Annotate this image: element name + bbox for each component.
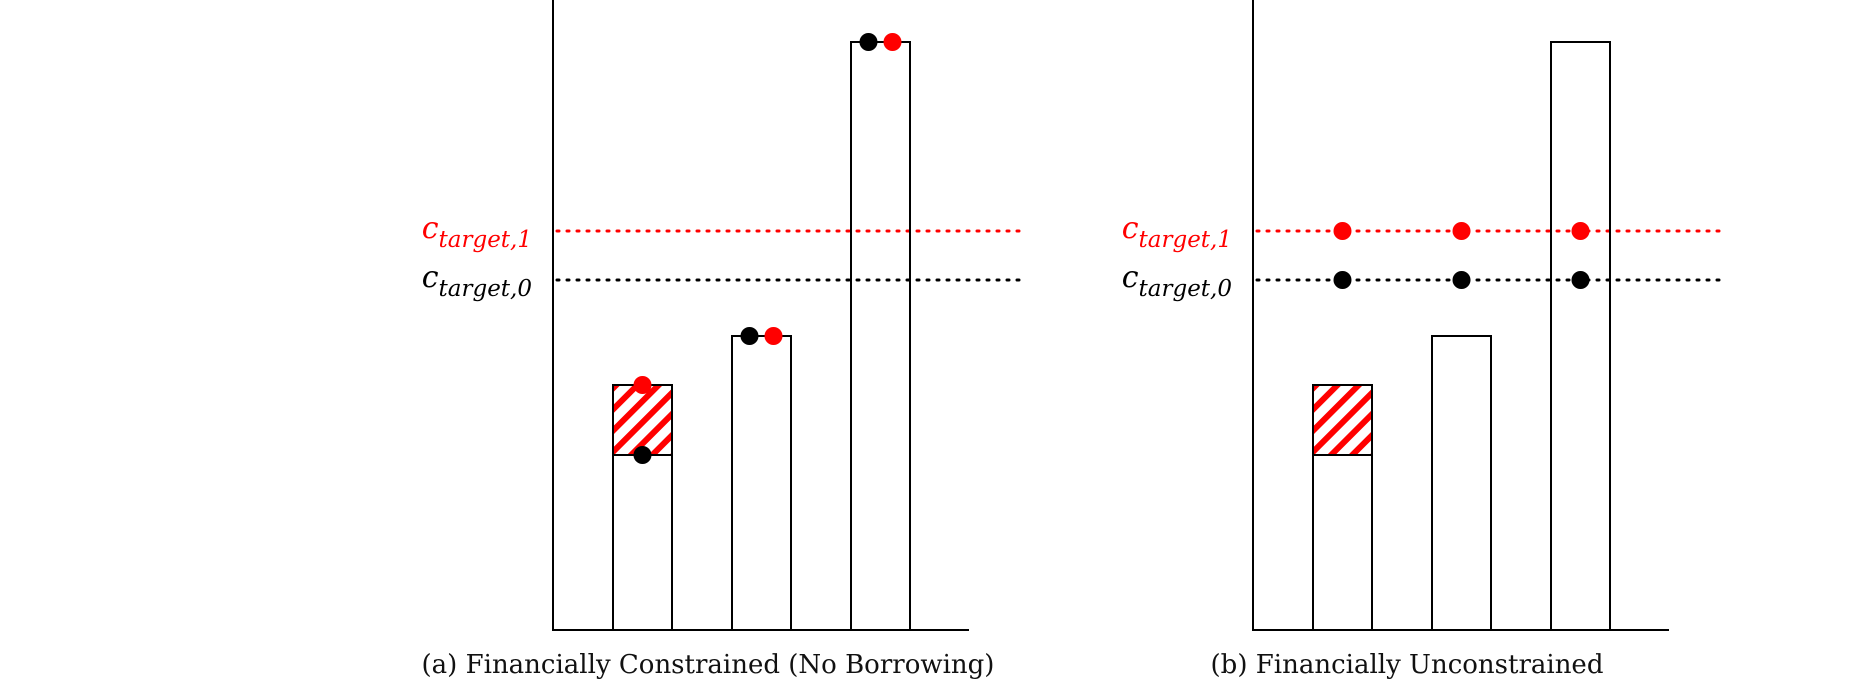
label-subscript: target,1 [439,227,532,253]
panel-b-caption: (b) Financially Unconstrained [1211,650,1604,680]
bar [1312,384,1373,631]
panel-a-target1-label: ctarget,1 [422,211,532,253]
panel-b-target1-label: ctarget,1 [1122,211,1232,253]
bar [850,41,911,631]
dot-target0 [633,446,652,464]
label-subscript: target,1 [1139,227,1232,253]
panel-a-dots [633,33,902,464]
hatched-segment [613,385,672,455]
dot-target0 [740,327,759,345]
panel-a-caption: (a) Financially Constrained (No Borrowin… [422,650,995,680]
dot-target1 [1571,222,1590,240]
panel-b: ctarget,1 ctarget,0 (b) Financially Unco… [1122,0,1726,680]
dot-target0 [1571,271,1590,289]
dot-target0 [1333,271,1352,289]
label-base: c [1122,260,1139,295]
label-base: c [422,260,439,295]
dot-target1 [1452,222,1471,240]
panel-a-axes [552,0,969,631]
panel-a: ctarget,1 ctarget,0 (a) Financially Cons… [422,0,1026,680]
dot-target0 [859,33,878,51]
panel-b-dots [1333,222,1590,289]
dot-target1 [1333,222,1352,240]
dot-target0 [1452,271,1471,289]
label-subscript: target,0 [439,276,532,302]
panel-b-bars [1312,41,1611,631]
bar [1431,335,1492,631]
panel-a-bars [612,41,911,631]
dot-target1 [883,33,902,51]
panel-b-axes [1252,0,1669,631]
bar [731,335,792,631]
bar [1550,41,1611,631]
dot-target1 [633,376,652,394]
panel-a-target0-label: ctarget,0 [422,260,532,302]
label-base: c [1122,211,1139,246]
dot-target1 [764,327,783,345]
label-base: c [422,211,439,246]
panel-b-target0-label: ctarget,0 [1122,260,1232,302]
hatched-segment [1313,385,1372,455]
label-subscript: target,0 [1139,276,1232,302]
